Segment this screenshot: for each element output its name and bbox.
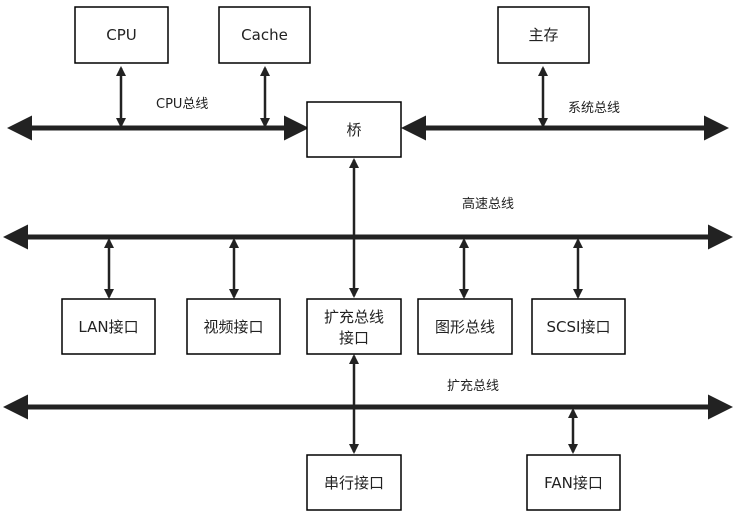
- cpu-label: CPU: [106, 26, 137, 44]
- cache-box: Cache: [218, 6, 311, 64]
- expansion-bus-interface-label-line1: 扩充总线: [324, 308, 384, 326]
- scsi-interface-label: SCSI接口: [547, 318, 611, 336]
- bridge-box: 桥: [306, 101, 402, 158]
- expansion-bus-interface-label-line2: 接口: [339, 329, 369, 347]
- main-memory-box: 主存: [497, 6, 590, 64]
- video-interface-label: 视频接口: [203, 318, 263, 336]
- high-speed-bus-label: 高速总线: [462, 196, 514, 212]
- graphics-bus-label: 图形总线: [435, 318, 495, 336]
- cpu-bus-label: CPU总线: [156, 97, 208, 112]
- expansion-bus-label: 扩充总线: [447, 378, 499, 394]
- fan-interface-box: FAN接口: [526, 454, 621, 511]
- main-memory-label: 主存: [528, 26, 558, 44]
- graphics-bus-box: 图形总线: [417, 298, 513, 355]
- scsi-interface-box: SCSI接口: [531, 298, 626, 355]
- system-bus-label: 系统总线: [568, 101, 620, 116]
- cpu-box: CPU: [74, 6, 169, 64]
- video-interface-box: 视频接口: [186, 298, 281, 355]
- cache-label: Cache: [241, 26, 288, 44]
- expansion-bus-interface-box: 扩充总线 接口: [306, 298, 402, 355]
- serial-interface-box: 串行接口: [306, 454, 402, 511]
- fan-interface-label: FAN接口: [544, 474, 603, 492]
- lan-interface-label: LAN接口: [78, 318, 138, 336]
- serial-interface-label: 串行接口: [324, 474, 384, 492]
- lan-interface-box: LAN接口: [61, 298, 156, 355]
- bridge-label: 桥: [346, 121, 361, 139]
